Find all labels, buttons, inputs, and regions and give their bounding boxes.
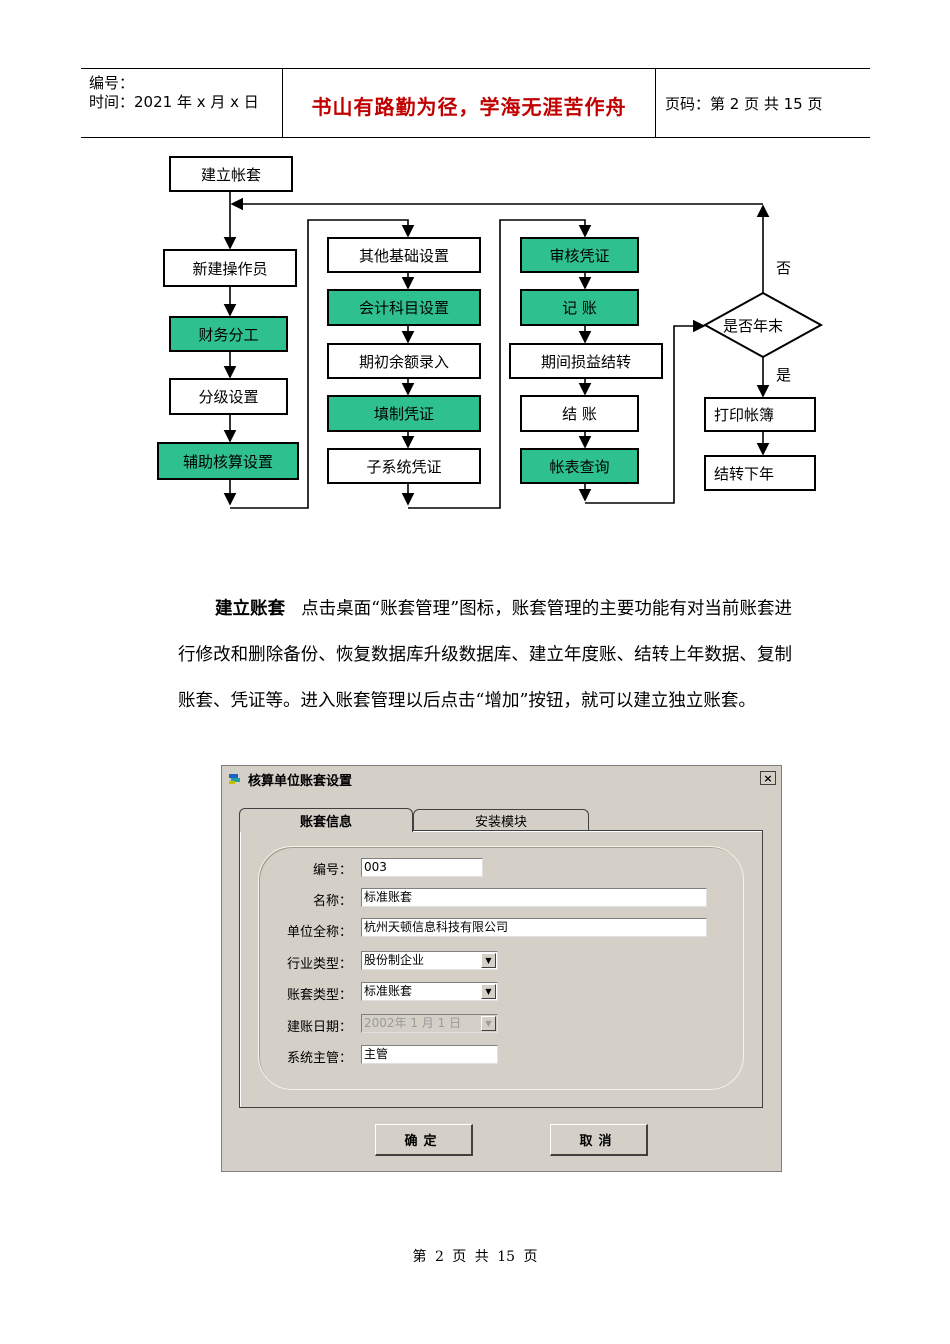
flow-step: 结转下年 <box>704 455 816 491</box>
decision-label: 是否年末 <box>723 317 784 335</box>
flow-step: 填制凭证 <box>327 395 481 432</box>
page-info: 页码：第 2 页 共 15 页 <box>665 95 823 113</box>
flow-step: 记 账 <box>520 289 639 326</box>
flow-step: 新建操作员 <box>163 249 297 287</box>
page-header: 编号： 时间：2021 年 x 月 x 日 书山有路勤为径，学海无涯苦作舟 页码… <box>81 68 870 138</box>
flow-step: 分级设置 <box>169 378 288 415</box>
company-label: 单位全称： <box>286 925 352 940</box>
code-input[interactable]: 003 <box>361 858 483 877</box>
flow-step: 会计科目设置 <box>327 289 481 326</box>
flow-step: 结 账 <box>520 395 639 432</box>
name-label: 名称： <box>312 894 352 909</box>
app-icon <box>229 774 240 784</box>
document-number-label: 编号： <box>89 74 135 92</box>
flow-step: 期初余额录入 <box>327 343 481 379</box>
flow-step: 财务分工 <box>169 316 288 352</box>
chevron-down-icon: ▼ <box>481 1016 496 1031</box>
header-meta-cell: 编号： 时间：2021 年 x 月 x 日 <box>81 69 281 137</box>
header-page-cell: 页码：第 2 页 共 15 页 <box>655 69 870 137</box>
dialog-title: 核算单位账套设置 <box>248 774 353 789</box>
manager-label: 系统主管： <box>286 1051 352 1066</box>
no-branch-label: 否 <box>776 259 792 277</box>
flow-step: 审核凭证 <box>520 237 639 273</box>
ok-button[interactable]: 确定 <box>375 1124 473 1156</box>
book-type-select[interactable]: 标准账套 ▼ <box>361 982 498 1001</box>
close-button[interactable]: × <box>760 771 776 785</box>
yes-branch-label: 是 <box>776 366 792 384</box>
date-label: 建账日期： <box>286 1020 352 1035</box>
paragraph-lead: 建立账套 <box>215 599 286 619</box>
chevron-down-icon[interactable]: ▼ <box>481 953 496 968</box>
dialog-titlebar[interactable]: 核算单位账套设置 × <box>224 768 779 789</box>
industry-value: 股份制企业 <box>364 953 425 967</box>
tab-panel <box>239 830 763 1108</box>
tab-account-info[interactable]: 账套信息 <box>239 808 413 832</box>
date-picker: 2002年 1 月 1 日 ▼ <box>361 1014 498 1033</box>
page-footer: 第 2 页 共 15 页 <box>412 1249 538 1265</box>
flow-step: 子系统凭证 <box>327 448 481 484</box>
motto-text: 书山有路勤为径，学海无涯苦作舟 <box>311 95 627 119</box>
book-type-label: 账套类型： <box>286 988 352 1003</box>
chevron-down-icon[interactable]: ▼ <box>481 984 496 999</box>
header-motto-cell: 书山有路勤为径，学海无涯苦作舟 <box>282 69 656 137</box>
form-group <box>258 846 744 1090</box>
manager-input[interactable]: 主管 <box>361 1045 498 1064</box>
date-value: 2002年 1 月 1 日 <box>364 1016 462 1030</box>
accounting-flowchart: 建立帐套 新建操作员 财务分工 分级设置 辅助核算设置 其他基础设置 会计科目设… <box>0 0 950 540</box>
code-label: 编号： <box>312 863 352 878</box>
flowchart-connectors <box>223 192 824 509</box>
flow-step: 期间损益结转 <box>509 343 663 379</box>
name-input[interactable]: 标准账套 <box>361 888 707 907</box>
tab-install-modules[interactable]: 安装模块 <box>413 809 589 831</box>
industry-select[interactable]: 股份制企业 ▼ <box>361 951 498 970</box>
flow-step: 其他基础设置 <box>327 237 481 273</box>
document-time-label: 时间：2021 年 x 月 x 日 <box>89 93 259 111</box>
industry-label: 行业类型： <box>286 957 352 972</box>
flow-step-start: 建立帐套 <box>169 156 293 192</box>
body-paragraph: 建立账套点击桌面“账套管理”图标，账套管理的主要功能有对当前账套进行修改和删除备… <box>178 586 792 724</box>
account-setup-dialog: 核算单位账套设置 × 账套信息 安装模块 编号： 003 名称： 标准账套 单位… <box>221 765 782 1172</box>
flow-step: 辅助核算设置 <box>157 442 299 480</box>
cancel-button[interactable]: 取消 <box>550 1124 648 1156</box>
book-type-value: 标准账套 <box>364 984 413 998</box>
company-input[interactable]: 杭州天顿信息科技有限公司 <box>361 918 707 937</box>
decision-diamond <box>702 291 824 359</box>
flow-step: 打印帐簿 <box>704 397 816 432</box>
paragraph-text: 点击桌面“账套管理”图标，账套管理的主要功能有对当前账套进行修改和删除备份、恢复… <box>178 599 792 711</box>
flow-step: 帐表查询 <box>520 448 639 484</box>
